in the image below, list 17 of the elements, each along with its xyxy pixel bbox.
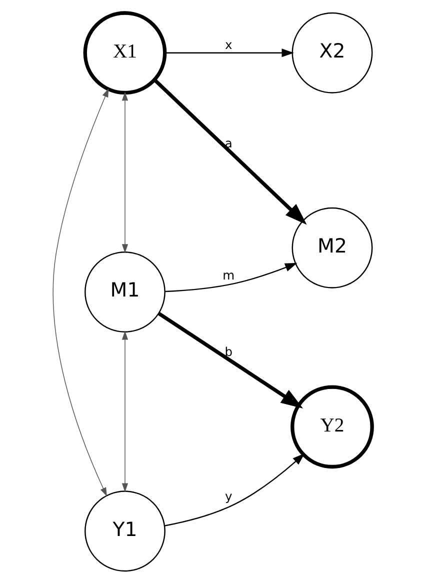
- node-circle: M2: [292, 207, 373, 288]
- arrow: [165, 262, 298, 292]
- edge-label: y: [224, 489, 232, 504]
- edge-label: x: [224, 38, 232, 52]
- arrow: [122, 92, 128, 253]
- node-circle: M1: [84, 252, 166, 332]
- edge-label: b: [224, 344, 233, 359]
- node-circle: X1: [83, 11, 167, 95]
- node-circle: Y1: [84, 490, 166, 572]
- arrow: [165, 48, 294, 58]
- arrow: [122, 330, 128, 492]
- arrow: [164, 453, 305, 526]
- arrow: [52, 88, 109, 496]
- node-circle: X2: [292, 12, 373, 94]
- arrow: [153, 78, 307, 225]
- arrow: [158, 312, 304, 408]
- edge-label: m: [222, 268, 235, 283]
